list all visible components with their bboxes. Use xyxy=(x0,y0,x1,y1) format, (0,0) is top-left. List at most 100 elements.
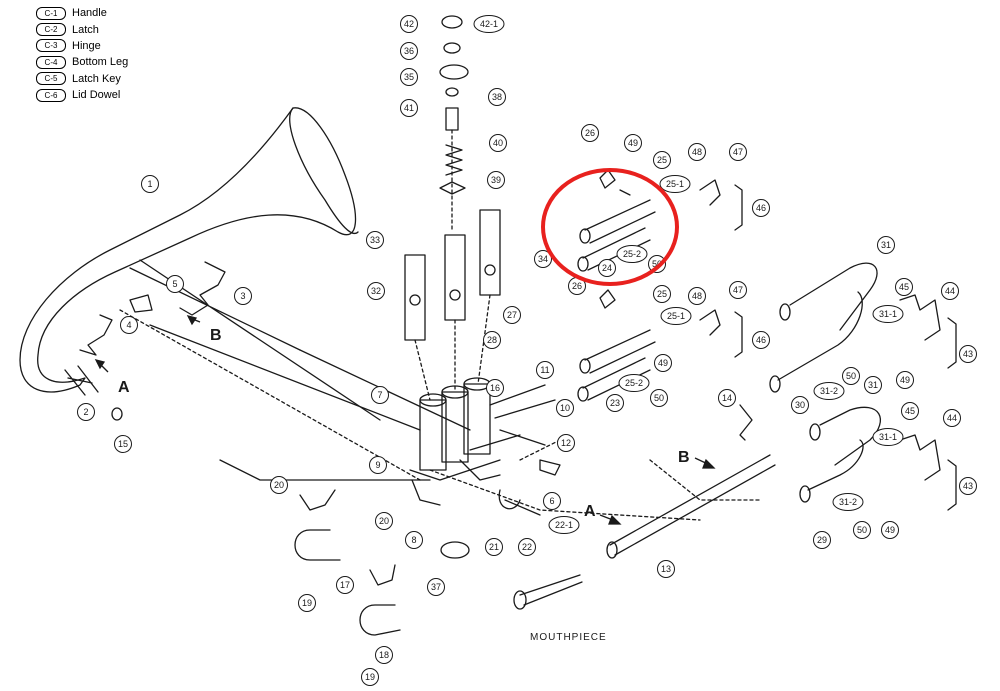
callout-number: 50 xyxy=(846,371,856,381)
callout-circle xyxy=(556,399,574,417)
callout-number: 40 xyxy=(493,138,503,148)
callout-circle xyxy=(375,646,393,664)
label-a: A xyxy=(118,379,130,396)
tuning-slide-upper xyxy=(769,262,941,393)
callout-number: 19 xyxy=(365,672,375,682)
valve-ports xyxy=(409,459,501,506)
callout-number: 45 xyxy=(899,282,909,292)
callout-number: 5 xyxy=(172,279,177,289)
callout-number: 50 xyxy=(652,259,662,269)
callout-number: 42 xyxy=(404,19,414,29)
callout-circle xyxy=(400,99,418,117)
callout-number: 25-2 xyxy=(625,378,643,388)
callout-circle xyxy=(405,531,423,549)
callout-number: 9 xyxy=(375,460,380,470)
callout-circle xyxy=(901,402,919,420)
callout-circle xyxy=(842,367,860,385)
callout-circle xyxy=(616,245,648,263)
callout-number: 31-2 xyxy=(820,386,838,396)
callout-circle xyxy=(483,331,501,349)
legend-label: Latch xyxy=(72,23,99,36)
bottom-cap-37 xyxy=(440,541,470,559)
callout-number: 25-1 xyxy=(666,179,684,189)
callout-circle xyxy=(618,374,650,392)
callout-circle xyxy=(729,281,747,299)
callout-circle xyxy=(400,42,418,60)
callout-circle xyxy=(653,285,671,303)
callout-circle xyxy=(485,538,503,556)
callout-number: 47 xyxy=(733,147,743,157)
brace-part-4 xyxy=(79,314,113,356)
bracket-46-lower xyxy=(734,311,743,358)
callout-circle xyxy=(624,134,642,152)
legend-label: Latch Key xyxy=(72,72,121,85)
callout-circle xyxy=(864,376,882,394)
highlight-circle xyxy=(541,168,679,286)
callout-number: 20 xyxy=(379,516,389,526)
callout-number: 10 xyxy=(560,403,570,413)
callout-number: 24 xyxy=(602,263,612,273)
callout-number: 44 xyxy=(947,413,957,423)
callout-circle xyxy=(659,175,691,193)
callout-circle xyxy=(791,396,809,414)
callout-number: 25-2 xyxy=(623,249,641,259)
u-crook-17 xyxy=(294,529,341,561)
callout-number: 45 xyxy=(905,406,915,416)
part-14-clip xyxy=(739,404,753,441)
callout-number: 26 xyxy=(572,281,582,291)
callout-circle xyxy=(120,316,138,334)
callout-number: 47 xyxy=(733,285,743,295)
bell-rim xyxy=(289,107,359,235)
callout-number: 41 xyxy=(404,103,414,113)
callout-number: 22-1 xyxy=(555,520,573,530)
callout-number: 44 xyxy=(945,286,955,296)
callout-number: 13 xyxy=(661,564,671,574)
callout-number: 18 xyxy=(379,650,389,660)
pistons xyxy=(404,209,501,401)
callout-circle xyxy=(366,231,384,249)
callout-number: 42-1 xyxy=(480,19,498,29)
valve-casing-1 xyxy=(419,399,447,471)
callout-circle xyxy=(598,259,616,277)
legend-code: C-1 xyxy=(36,6,66,20)
bracket-43-upper xyxy=(947,317,957,369)
callout-number: 25 xyxy=(657,155,667,165)
callout-circle xyxy=(114,435,132,453)
mouthpiece-label: MOUTHPIECE xyxy=(530,632,607,643)
callout-number: 3 xyxy=(240,291,245,301)
callout-number: 1 xyxy=(147,179,152,189)
callout-number: 38 xyxy=(492,92,502,102)
legend-label: Hinge xyxy=(72,39,101,52)
callout-circle xyxy=(486,379,504,397)
callout-number: 20 xyxy=(274,480,284,490)
callout-circle xyxy=(548,516,580,534)
callout-circle xyxy=(688,143,706,161)
callout-number: 27 xyxy=(507,310,517,320)
bell-bottom-tube xyxy=(64,365,99,396)
callout-circle xyxy=(487,171,505,189)
legend-label: Bottom Leg xyxy=(72,56,129,69)
callout-circle xyxy=(648,255,666,273)
callout-circle xyxy=(729,143,747,161)
piston-34 xyxy=(479,209,501,296)
callout-circle xyxy=(881,521,899,539)
callout-circle xyxy=(270,476,288,494)
part-15-ring xyxy=(111,407,123,421)
callout-circle xyxy=(77,403,95,421)
callout-circle xyxy=(141,175,159,193)
callout-number: 36 xyxy=(404,46,414,56)
mouthpiece xyxy=(519,574,583,606)
callout-number: 28 xyxy=(487,335,497,345)
callout-number: 43 xyxy=(963,481,973,491)
lead-pipe-13 xyxy=(609,454,776,556)
callout-circle xyxy=(361,668,379,686)
legend-code: C-5 xyxy=(36,72,66,86)
callout-number: 46 xyxy=(756,203,766,213)
callout-number: 25 xyxy=(657,289,667,299)
callout-circle xyxy=(872,428,904,446)
